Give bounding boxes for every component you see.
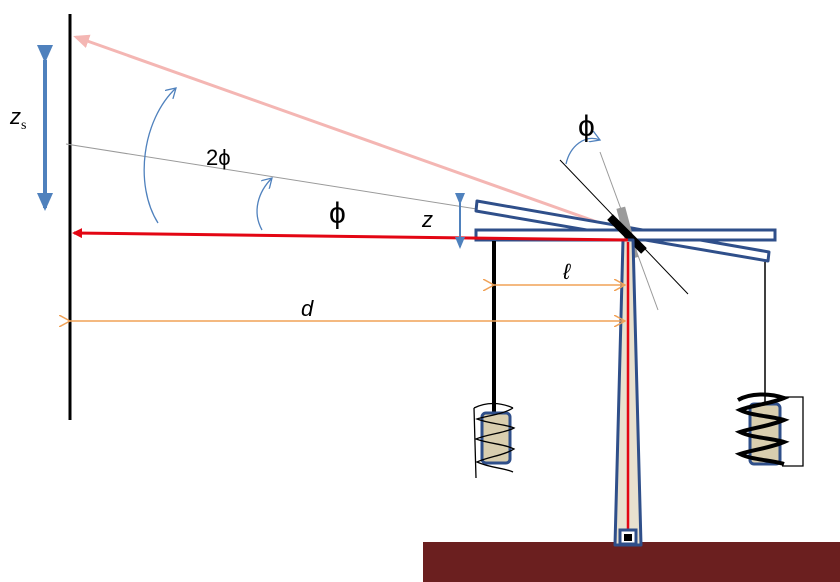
arc-phi xyxy=(256,178,272,231)
label-phi-beam: ϕ xyxy=(329,197,346,230)
label-phi-mirror: ϕ xyxy=(578,110,595,143)
left-spring-mass xyxy=(473,402,516,479)
mirror-black xyxy=(607,214,647,254)
label-z: z xyxy=(421,207,433,232)
floor xyxy=(423,542,840,582)
arc-mirror-phi xyxy=(565,138,600,165)
label-zs: zs xyxy=(9,104,26,133)
right-spring-mass xyxy=(734,392,804,467)
arc-2phi xyxy=(143,88,176,224)
label-2phi: 2ϕ xyxy=(206,145,231,170)
label-d: d xyxy=(301,296,314,321)
light-source xyxy=(624,534,632,541)
label-ell: ℓ xyxy=(562,259,571,284)
reflected-beam xyxy=(73,34,629,235)
incident-beam xyxy=(72,228,629,242)
